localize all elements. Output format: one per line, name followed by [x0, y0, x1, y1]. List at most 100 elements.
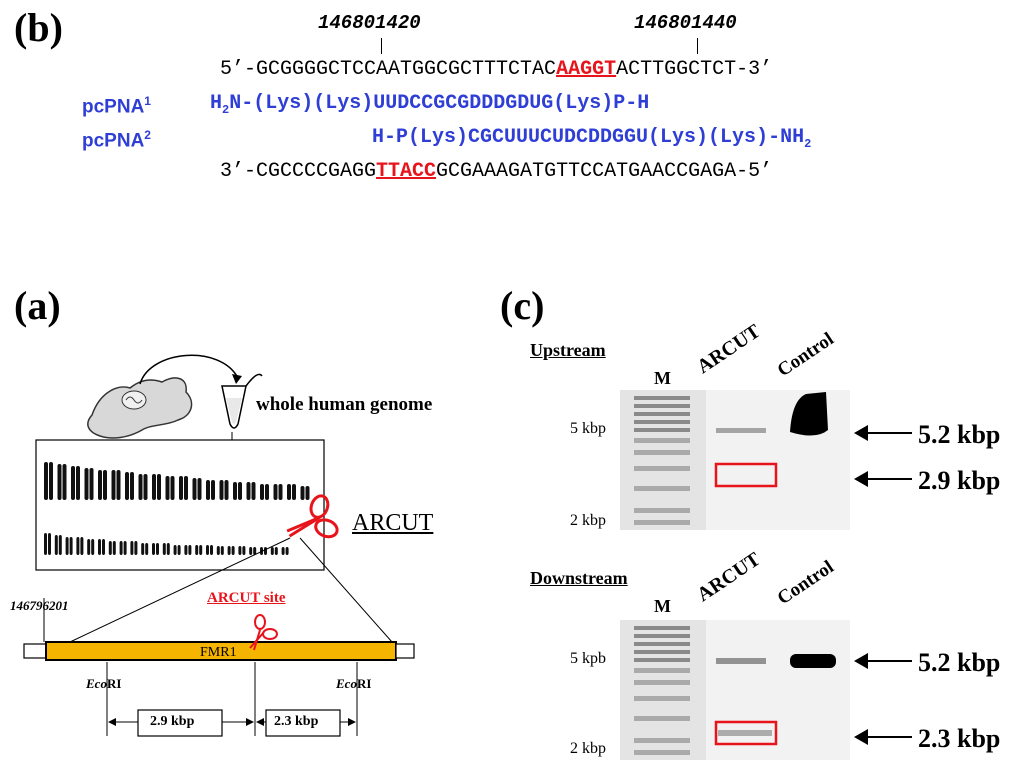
downstream-arrow-2-3 [856, 736, 912, 738]
genome-label: whole human genome [256, 394, 433, 415]
chromosome [210, 545, 213, 555]
chromosome [157, 474, 161, 500]
chromosome [206, 545, 209, 555]
extraction-arrow [139, 354, 239, 385]
fmr1-gene-label: FMR1 [200, 645, 237, 660]
downstream-arcut-highlight-box [714, 720, 778, 746]
panel-a-diagram [23, 354, 415, 737]
downstream-label-5-2kbp: 5.2 kbp [918, 648, 1001, 677]
upstream-marker-5kbp: 5 kbp [570, 420, 606, 437]
flank-left [23, 643, 47, 659]
ladder-band [634, 396, 690, 400]
ladder-band [634, 696, 690, 701]
ladder-band [634, 508, 690, 513]
chromosome [197, 478, 202, 500]
downstream-lane-m: M [654, 596, 671, 616]
chromosome [44, 462, 48, 500]
arcut-scissors-icon [286, 494, 339, 539]
ladder-band [634, 658, 690, 662]
upstream-lane-m: M [654, 368, 671, 388]
chromosome [65, 537, 69, 555]
ladder-band [634, 650, 690, 654]
chromosome [270, 547, 274, 555]
chromosome [173, 545, 177, 555]
chromosome [62, 464, 67, 500]
chromosome [287, 484, 291, 500]
downstream-lane-arcut: ARCUT [693, 548, 765, 607]
coordinate-right-tick [697, 38, 698, 54]
chromosome [170, 476, 175, 500]
upstream-lane-control: Control [773, 328, 838, 382]
downstream-arcut-band-2-3kbp [718, 730, 772, 736]
chromosome [249, 547, 253, 555]
upstream-marker-2kbp: 2 kbp [570, 512, 606, 529]
fragment-right-box [265, 709, 341, 737]
chromosome [156, 543, 159, 555]
chromosome [300, 486, 305, 500]
upstream-gel [620, 390, 850, 530]
chromosome [69, 537, 73, 555]
panel-a-label: (a) [14, 283, 61, 328]
chromosome [233, 482, 237, 500]
chromosome [134, 541, 138, 555]
chromosome [80, 537, 84, 555]
fragment-right-label: 2.3 kbp [274, 714, 319, 729]
downstream-label-2-3kbp: 2.3 kbp [918, 724, 1001, 753]
ecori-left-label: EcoRI [86, 676, 122, 691]
ladder-band [634, 642, 690, 646]
upstream-title: Upstream [530, 340, 606, 360]
chromosome [162, 543, 166, 555]
chromosome [195, 545, 199, 555]
arcut-label: ARCUT [352, 510, 434, 536]
downstream-lane-control: Control [773, 556, 838, 610]
downstream-arcut-band-5kbp [716, 658, 766, 664]
chromosome [98, 539, 101, 555]
ladder-band [634, 438, 690, 443]
downstream-title: Downstream [530, 568, 628, 588]
pcpna1-name: pcPNA1 [82, 94, 151, 118]
chromosome [71, 466, 75, 500]
bottom-strand-cut-site: TTACC [376, 160, 437, 183]
chromosome [102, 539, 105, 555]
chromosome [125, 472, 129, 500]
chromosome [246, 482, 251, 500]
coordinate-gene-start: 146796201 [10, 598, 69, 613]
chromosome [274, 547, 278, 555]
ladder-band [634, 716, 690, 721]
bottom-strand-sequence: 3’-CGCCCCGAGGTTACCGCGAAAGATGTTCCATGAACCG… [220, 160, 773, 183]
chromosome [116, 470, 121, 500]
upstream-label-5-2kbp: 5.2 kbp [918, 420, 1001, 449]
chromosome [91, 539, 95, 555]
ladder-band [634, 626, 690, 630]
upstream-arrowhead-2-9 [854, 471, 868, 487]
ladder-band [634, 404, 690, 408]
chromosome-set [44, 462, 310, 555]
upstream-arrowhead-5-2 [854, 425, 868, 441]
chromosome [84, 468, 89, 500]
downstream-gel [620, 620, 850, 760]
chromosome [143, 474, 148, 500]
top-strand-cut-site: AAGGT [556, 58, 617, 81]
chromosome [76, 537, 80, 555]
chromosome [44, 533, 47, 555]
chromosome [206, 480, 210, 500]
chromosome [141, 543, 145, 555]
chromosome [242, 546, 246, 555]
ladder-band [634, 466, 690, 471]
upstream-arcut-highlight-box [714, 462, 778, 488]
chromosome [253, 547, 257, 555]
chromosome [57, 464, 62, 500]
ladder-band [634, 750, 690, 755]
chromosome [76, 466, 80, 500]
chromosome [260, 484, 264, 500]
chromosome [49, 462, 53, 500]
ladder-band [634, 486, 690, 491]
chromosome [281, 547, 285, 555]
chromosome [184, 476, 188, 500]
chromosome [238, 482, 242, 500]
chromosome [112, 541, 116, 555]
chromosome [152, 543, 155, 555]
chromosome [305, 486, 310, 500]
chromosome [165, 476, 170, 500]
downstream-marker-2kbp: 2 kbp [570, 740, 606, 757]
